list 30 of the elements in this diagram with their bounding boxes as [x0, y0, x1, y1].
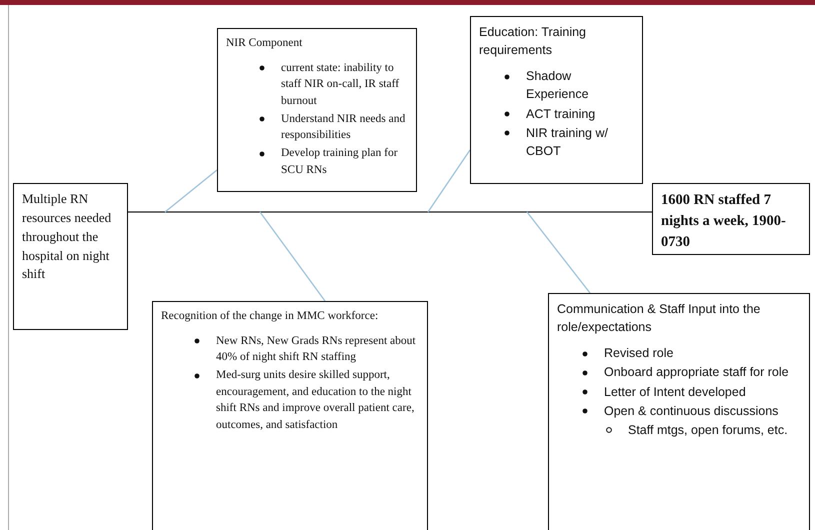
text-box: [152, 301, 428, 530]
bullet-item: Med-surg units desire skilled support, encouragement, and education to the night shift RNs and improve overall patient care, outcomes, and satisfaction: [216, 368, 416, 434]
bullet-item: Onboard appropriate staff for role: [604, 364, 789, 382]
branch-line: [526, 212, 591, 294]
text-box: [652, 183, 810, 255]
box-heading: Communication & Staff Input into the role/expectations: [557, 301, 762, 336]
box-text: 1600 RN staffed 7 nights a week, 1900-0730: [661, 191, 787, 252]
bullet-item: Understand NIR needs and responsibilities: [281, 112, 406, 144]
bullet-item: NIR training w/ CBOT: [526, 124, 609, 160]
text-box: [548, 293, 810, 530]
spine-line: [128, 211, 652, 213]
bullet-item: Staff mtgs, open forums, etc.: [628, 422, 788, 439]
bullet-item: Letter of Intent developed: [604, 384, 746, 401]
box-text: Multiple RN resources needed throughout the hospital on night shift: [22, 190, 112, 284]
box-heading: Recognition of the change in MMC workforce:: [161, 309, 380, 324]
box-heading: Education: Training requirements: [479, 24, 588, 60]
text-box: [13, 183, 128, 330]
bullet-item: current state: inability to staff NIR on-call, IR staff burnout: [281, 60, 400, 110]
text-box: [217, 28, 417, 192]
branch-line: [164, 170, 218, 212]
branch-line: [427, 150, 471, 212]
bullet-item: Open & continuous discussions: [604, 402, 778, 420]
bullet-item: Shadow Experience: [526, 68, 590, 104]
bullet-item: Revised role: [604, 345, 674, 362]
bullet-item: Develop training plan for SCU RNs: [281, 146, 399, 178]
branch-line: [259, 212, 326, 302]
bullet-item: ACT training: [526, 106, 596, 123]
text-box: [470, 16, 643, 184]
box-heading: NIR Component: [226, 36, 304, 51]
bullet-item: New RNs, New Grads RNs represent about 40% of night shift RN staffing: [216, 334, 417, 366]
